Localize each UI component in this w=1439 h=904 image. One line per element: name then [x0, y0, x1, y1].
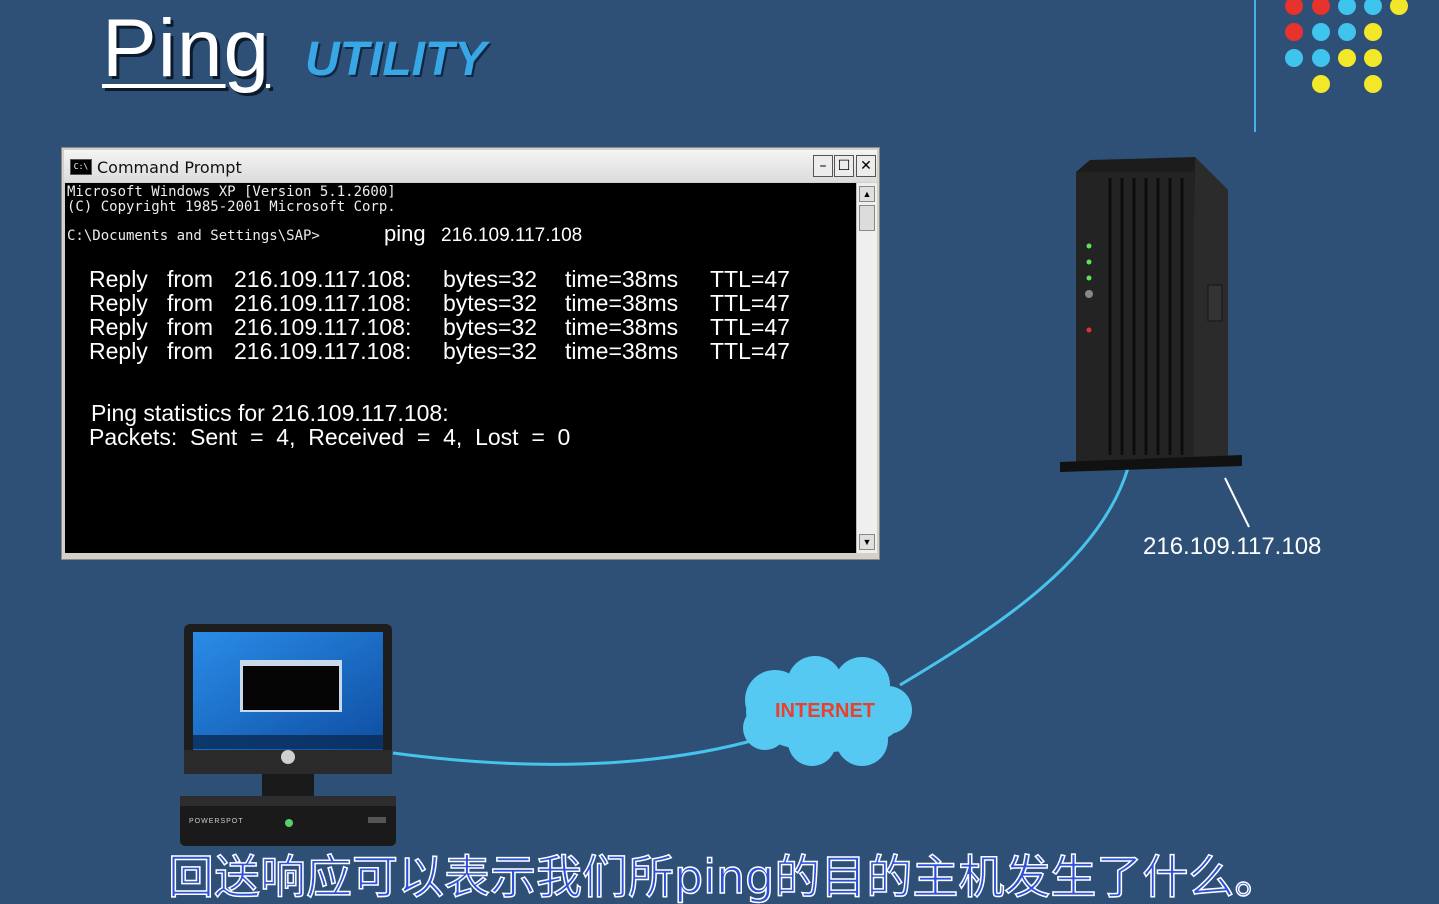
command-prompt-window[interactable]: C:\ Command Prompt – ☐ ✕ Microsoft Windo…: [61, 147, 880, 560]
reply-address: 216.109.117.108:: [234, 314, 412, 340]
slide-subtitle: UTILITY: [305, 33, 487, 86]
reply-bytes: bytes=32: [443, 338, 537, 364]
dot: [1312, 0, 1330, 15]
reply-time: time=38ms: [565, 338, 679, 364]
reply-address: 216.109.117.108:: [234, 266, 412, 292]
dot: [1364, 0, 1382, 15]
window-title: Command Prompt: [97, 158, 242, 177]
dot: [1285, 0, 1303, 15]
scroll-up-button[interactable]: ▲: [859, 186, 875, 202]
decor-line: [1254, 0, 1256, 132]
reply-time: time=38ms: [565, 314, 679, 340]
reply-word: Reply: [89, 290, 148, 316]
dot: [1338, 49, 1356, 67]
slide-title: Ping: [102, 3, 271, 94]
dot: [1390, 0, 1408, 15]
ping-target: 216.109.117.108: [441, 225, 583, 246]
reply-from: from: [167, 314, 213, 340]
reply-word: Reply: [89, 314, 148, 340]
server-ip-label: 216.109.117.108: [1143, 533, 1322, 560]
scroll-down-button[interactable]: ▼: [859, 534, 875, 550]
banner-line: Microsoft Windows XP [Version 5.1.2600]: [67, 184, 396, 200]
maximize-button[interactable]: ☐: [834, 155, 854, 177]
stats-line: Packets: Sent = 4, Received = 4, Lost = …: [89, 424, 571, 450]
reply-bytes: bytes=32: [443, 290, 537, 316]
decor-dots: [1285, 0, 1408, 93]
server-icon: [1060, 157, 1242, 472]
reply-time: time=38ms: [565, 290, 679, 316]
ping-command: ping: [384, 221, 426, 246]
reply-word: Reply: [89, 266, 148, 292]
dot: [1338, 0, 1356, 15]
reply-address: 216.109.117.108:: [234, 338, 412, 364]
stats-heading: Ping statistics for 216.109.117.108:: [91, 400, 449, 426]
reply-ttl: TTL=47: [710, 314, 790, 340]
cmd-icon: C:\: [70, 159, 92, 175]
dot: [1285, 49, 1303, 67]
console-prompt: C:\Documents and Settings\SAP>: [67, 228, 320, 244]
console-output[interactable]: Microsoft Windows XP [Version 5.1.2600] …: [65, 183, 856, 553]
reply-bytes: bytes=32: [443, 266, 537, 292]
dot: [1312, 49, 1330, 67]
internet-label: INTERNET: [775, 700, 875, 722]
dot: [1364, 75, 1382, 93]
ip-pointer-line: [1224, 477, 1250, 528]
banner-line: (C) Copyright 1985-2001 Microsoft Corp.: [67, 199, 396, 215]
close-button[interactable]: ✕: [856, 155, 876, 177]
reply-from: from: [167, 338, 213, 364]
scroll-thumb[interactable]: [859, 205, 875, 231]
video-caption: 回送响应可以表示我们所ping的目的主机发生了什么。: [167, 850, 1281, 904]
reply-ttl: TTL=47: [710, 290, 790, 316]
link-line: [899, 467, 1130, 687]
dot: [1312, 75, 1330, 93]
minimize-button[interactable]: –: [813, 155, 833, 177]
reply-word: Reply: [89, 338, 148, 364]
computer-brand-label: POWERSPOT: [189, 818, 244, 825]
reply-from: from: [167, 266, 213, 292]
internet-cloud-icon: [743, 656, 912, 766]
dot: [1312, 23, 1330, 41]
dot: [1364, 49, 1382, 67]
reply-time: time=38ms: [565, 266, 679, 292]
dot: [1285, 23, 1303, 41]
reply-ttl: TTL=47: [710, 266, 790, 292]
reply-from: from: [167, 290, 213, 316]
link-line: [392, 736, 763, 766]
reply-ttl: TTL=47: [710, 338, 790, 364]
reply-bytes: bytes=32: [443, 314, 537, 340]
dot: [1364, 23, 1382, 41]
dot: [1338, 23, 1356, 41]
reply-address: 216.109.117.108:: [234, 290, 412, 316]
console-scrollbar[interactable]: ▲ ▼: [856, 183, 877, 553]
computer-icon: [180, 624, 396, 846]
window-titlebar[interactable]: C:\ Command Prompt – ☐ ✕: [64, 150, 877, 182]
